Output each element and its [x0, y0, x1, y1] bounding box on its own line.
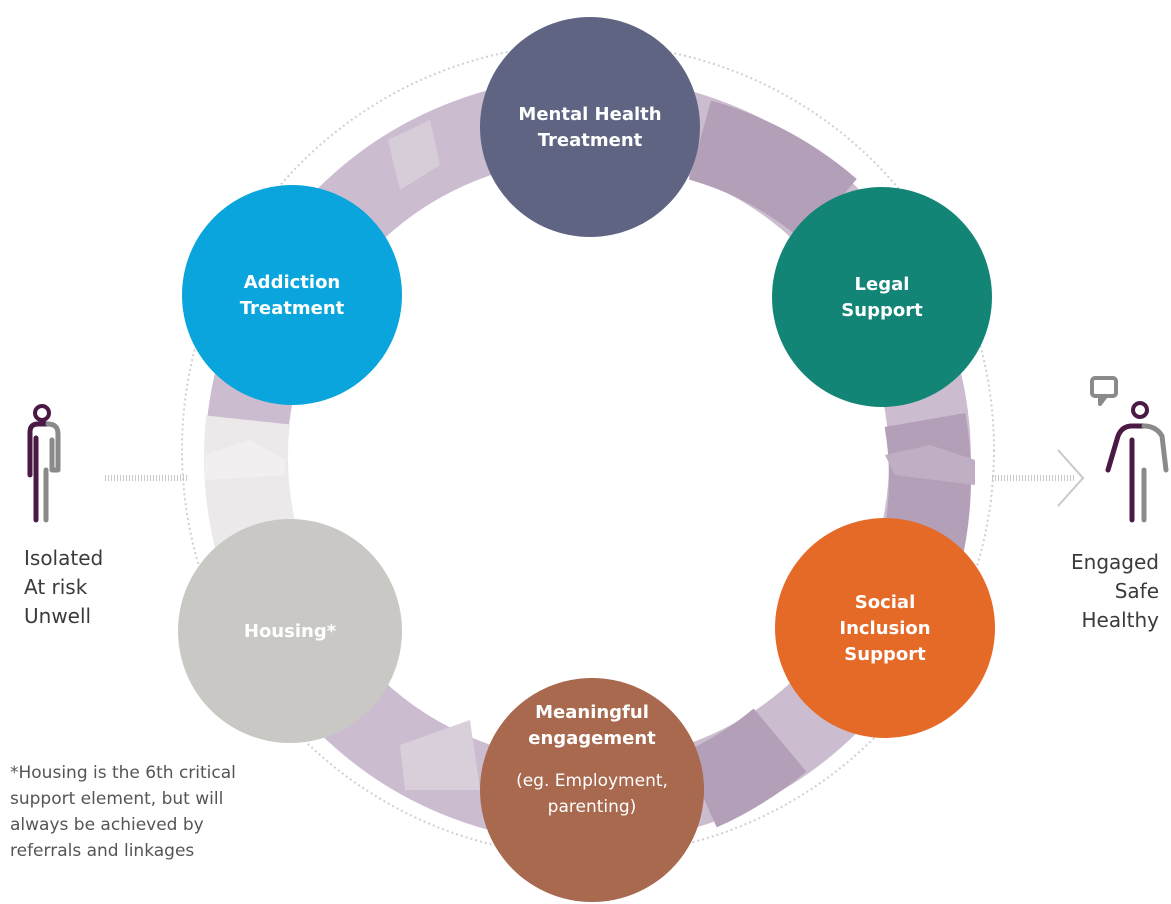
social-inclusion-support-circle	[775, 518, 995, 738]
mental-health-treatment-circle	[480, 17, 700, 237]
right-status-text: Engaged Safe Healthy	[1071, 548, 1159, 635]
addiction-treatment-circle	[182, 185, 402, 405]
meaningful-engagement-sublabel: (eg. Employment,	[516, 771, 668, 791]
band-chevron	[400, 720, 480, 790]
isolated-person-icon	[27, 404, 61, 523]
addiction-treatment-label: Addiction	[244, 272, 341, 293]
right-arrow-icon	[1057, 449, 1085, 507]
legal-support-circle	[772, 187, 992, 407]
mental-health-treatment-label: Mental Health	[518, 104, 661, 125]
support-nodes: Mental HealthTreatmentLegalSupportSocial…	[178, 17, 995, 902]
housing-circle	[178, 519, 402, 743]
legal-support-label: Support	[841, 300, 923, 321]
social-inclusion-support-label: Social	[855, 592, 916, 613]
housing-footnote: *Housing is the 6th critical support ele…	[10, 760, 290, 864]
footnote-line: always be achieved by	[10, 815, 204, 835]
engaged-person-icon	[1090, 376, 1169, 523]
social-inclusion-support-label: Inclusion	[839, 618, 930, 639]
social-inclusion-support-label: Support	[844, 644, 926, 665]
footnote-line: support element, but will	[10, 789, 224, 809]
status-line: Engaged	[1071, 550, 1159, 574]
band-chevron	[205, 440, 285, 480]
outer-ring	[181, 43, 995, 857]
footnote-line: referrals and linkages	[10, 841, 195, 861]
meaningful-engagement-label: engagement	[528, 728, 656, 749]
status-line: At risk	[24, 575, 88, 599]
meaningful-engagement-circle	[480, 678, 704, 902]
legal-support-label: Legal	[855, 274, 910, 295]
mental-health-treatment-label: Treatment	[538, 130, 643, 151]
status-line: Safe	[1114, 579, 1159, 603]
meaningful-engagement-sublabel: parenting)	[548, 797, 637, 817]
band-dark-segment-top	[688, 100, 857, 242]
band-chevron	[885, 445, 975, 485]
status-line: Healthy	[1081, 608, 1159, 632]
meaningful-engagement-label: Meaningful	[535, 702, 649, 723]
housing-label: Housing*	[244, 621, 337, 642]
left-status-text: Isolated At risk Unwell	[24, 544, 103, 631]
status-line: Unwell	[24, 604, 92, 628]
addiction-treatment-label: Treatment	[240, 298, 345, 319]
speech-bubble-icon	[1090, 376, 1118, 398]
band-chevron	[388, 120, 440, 190]
footnote-line: *Housing is the 6th critical	[10, 763, 236, 783]
band-dark-segment-bottom	[682, 708, 807, 828]
status-line: Isolated	[24, 546, 104, 570]
